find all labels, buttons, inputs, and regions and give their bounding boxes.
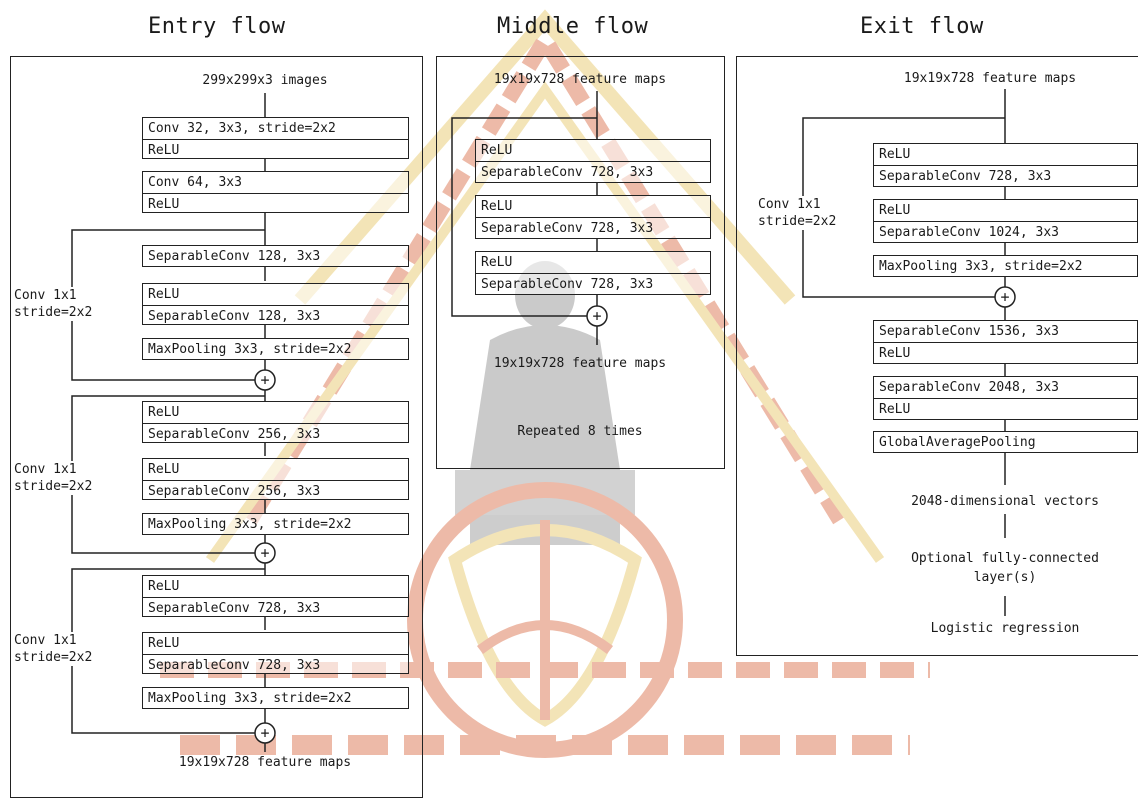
plus-sign: + xyxy=(255,371,275,389)
block-layer: ReLU xyxy=(874,398,1137,419)
block-layer: ReLU xyxy=(476,252,710,273)
block-layer: ReLU xyxy=(143,402,408,423)
block-layer: SeparableConv 128, 3x3 xyxy=(143,246,408,267)
maxpool-block-3: MaxPooling 3x3, stride=2x2 xyxy=(142,687,409,709)
block-layer: Conv 64, 3x3 xyxy=(143,172,408,193)
fc-label-line-1: Optional fully-connected xyxy=(870,551,1138,566)
exit-sepconv1536-block: SeparableConv 1536, 3x3 ReLU xyxy=(873,320,1138,364)
block-layer: SeparableConv 728, 3x3 xyxy=(143,597,408,618)
block-layer: ReLU xyxy=(476,196,710,217)
block-layer: SeparableConv 728, 3x3 xyxy=(143,654,408,675)
block-layer: ReLU xyxy=(874,200,1137,221)
relu-sepconv256-block-1: ReLU SeparableConv 256, 3x3 xyxy=(142,401,409,443)
block-layer: ReLU xyxy=(143,139,408,160)
exit-relu-sepconv728-block: ReLU SeparableConv 728, 3x3 xyxy=(873,143,1138,187)
relu-sepconv128-block: ReLU SeparableConv 128, 3x3 xyxy=(142,283,409,325)
sepconv128-block: SeparableConv 128, 3x3 xyxy=(142,245,409,267)
plus-sign: + xyxy=(255,724,275,742)
middle-block-3: ReLU SeparableConv 728, 3x3 xyxy=(475,251,711,295)
exit-input-label: 19x19x728 feature maps xyxy=(860,71,1120,86)
middle-block-1: ReLU SeparableConv 728, 3x3 xyxy=(475,139,711,183)
global-average-pooling-block: GlobalAveragePooling xyxy=(873,431,1138,453)
block-layer: ReLU xyxy=(143,576,408,597)
skip-conv-label-1: Conv 1x1 stride=2x2 xyxy=(14,287,92,321)
middle-output-label: 19x19x728 feature maps xyxy=(455,356,705,371)
repeat-note: Repeated 8 times xyxy=(455,424,705,439)
block-layer: ReLU xyxy=(874,144,1137,165)
block-layer: SeparableConv 2048, 3x3 xyxy=(874,377,1137,398)
exit-relu-sepconv1024-block: ReLU SeparableConv 1024, 3x3 xyxy=(873,199,1138,243)
entry-input-label: 299x299x3 images xyxy=(140,73,390,88)
middle-flow-title: Middle flow xyxy=(497,14,648,39)
block-layer: MaxPooling 3x3, stride=2x2 xyxy=(874,256,1137,277)
relu-sepconv256-block-2: ReLU SeparableConv 256, 3x3 xyxy=(142,458,409,500)
logistic-regression-label: Logistic regression xyxy=(870,621,1138,636)
block-layer: SeparableConv 728, 3x3 xyxy=(874,165,1137,186)
block-layer: ReLU xyxy=(143,633,408,654)
plus-sign: + xyxy=(995,288,1015,306)
block-layer: ReLU xyxy=(143,284,408,305)
relu-sepconv728-block-2: ReLU SeparableConv 728, 3x3 xyxy=(142,632,409,674)
block-layer: MaxPooling 3x3, stride=2x2 xyxy=(143,339,408,360)
plus-sign: + xyxy=(255,544,275,562)
relu-sepconv728-block-1: ReLU SeparableConv 728, 3x3 xyxy=(142,575,409,617)
skip-conv-label-3: Conv 1x1 stride=2x2 xyxy=(14,632,92,666)
block-layer: SeparableConv 728, 3x3 xyxy=(476,217,710,238)
block-layer: SeparableConv 128, 3x3 xyxy=(143,305,408,326)
exit-maxpool-block: MaxPooling 3x3, stride=2x2 xyxy=(873,255,1138,277)
block-layer: ReLU xyxy=(143,193,408,214)
block-layer: SeparableConv 1024, 3x3 xyxy=(874,221,1137,242)
middle-block-2: ReLU SeparableConv 728, 3x3 xyxy=(475,195,711,239)
block-layer: SeparableConv 256, 3x3 xyxy=(143,480,408,501)
block-layer: MaxPooling 3x3, stride=2x2 xyxy=(143,688,408,709)
block-layer: SeparableConv 1536, 3x3 xyxy=(874,321,1137,342)
block-layer: ReLU xyxy=(874,342,1137,363)
exit-sepconv2048-block: SeparableConv 2048, 3x3 ReLU xyxy=(873,376,1138,420)
vectors-label: 2048-dimensional vectors xyxy=(870,494,1138,509)
exit-flow-title: Exit flow xyxy=(860,14,984,39)
block-layer: SeparableConv 728, 3x3 xyxy=(476,273,710,294)
block-layer: MaxPooling 3x3, stride=2x2 xyxy=(143,514,408,535)
skip-conv-label-2: Conv 1x1 stride=2x2 xyxy=(14,461,92,495)
fc-label-line-2: layer(s) xyxy=(870,570,1138,585)
plus-sign: + xyxy=(587,307,607,325)
entry-output-label: 19x19x728 feature maps xyxy=(140,755,390,770)
block-layer: Conv 32, 3x3, stride=2x2 xyxy=(143,118,408,139)
block-layer: SeparableConv 256, 3x3 xyxy=(143,423,408,444)
maxpool-block-1: MaxPooling 3x3, stride=2x2 xyxy=(142,338,409,360)
conv32-relu-block: Conv 32, 3x3, stride=2x2 ReLU xyxy=(142,117,409,159)
maxpool-block-2: MaxPooling 3x3, stride=2x2 xyxy=(142,513,409,535)
block-layer: ReLU xyxy=(143,459,408,480)
middle-input-label: 19x19x728 feature maps xyxy=(455,72,705,87)
exit-skip-conv-label: Conv 1x1 stride=2x2 xyxy=(758,196,836,230)
block-layer: GlobalAveragePooling xyxy=(874,432,1137,453)
block-layer: SeparableConv 728, 3x3 xyxy=(476,161,710,182)
block-layer: ReLU xyxy=(476,140,710,161)
entry-flow-title: Entry flow xyxy=(148,14,285,39)
conv64-relu-block: Conv 64, 3x3 ReLU xyxy=(142,171,409,213)
